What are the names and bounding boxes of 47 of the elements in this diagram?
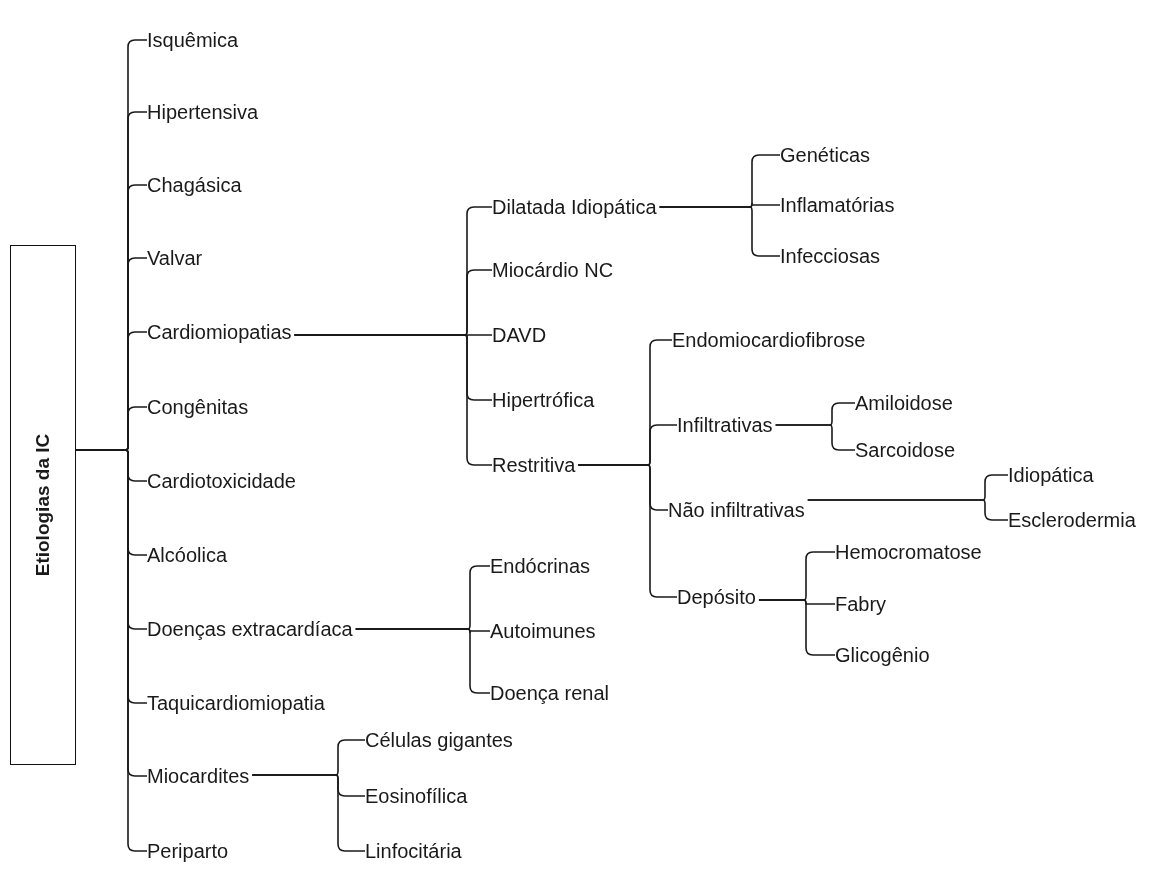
category-label: Hipertrófica bbox=[492, 389, 595, 411]
brace-connector bbox=[658, 206, 781, 257]
category-label: Chagásica bbox=[147, 174, 242, 196]
brace-connector bbox=[758, 599, 836, 656]
category-label: Inflamatórias bbox=[780, 194, 895, 216]
category-label: DAVD bbox=[492, 324, 547, 346]
category-label: Fabry bbox=[835, 593, 887, 615]
brace-connector bbox=[354, 628, 491, 694]
category-label: Doenças extracardíaca bbox=[147, 618, 353, 640]
category-label: Genéticas bbox=[780, 144, 871, 166]
category-label: Eosinofílica bbox=[365, 785, 468, 807]
category-label: Hipertensiva bbox=[147, 101, 259, 123]
category-label: Sarcoidose bbox=[855, 439, 956, 461]
title-text: Etiologias da IC bbox=[31, 433, 54, 577]
category-label: Dilatada Idiopática bbox=[492, 196, 657, 218]
category-label: Depósito bbox=[677, 586, 756, 608]
category-label: Endócrinas bbox=[490, 555, 591, 577]
category-label: Miocárdio NC bbox=[492, 259, 614, 281]
category-label: Autoimunes bbox=[490, 620, 596, 642]
category-label: Não infiltrativas bbox=[668, 499, 805, 521]
category-label: Idiopática bbox=[1008, 464, 1094, 486]
category-label: Taquicardiomiopatia bbox=[147, 692, 325, 714]
category-label: Miocardites bbox=[147, 765, 250, 787]
category-label: Células gigantes bbox=[365, 729, 513, 751]
brace-connector bbox=[251, 774, 366, 852]
category-label: Valvar bbox=[147, 247, 203, 269]
category-label: Doença renal bbox=[490, 682, 609, 704]
category-label: Glicogênio bbox=[835, 644, 930, 666]
category-label: Linfocitária bbox=[365, 840, 462, 862]
category-label: Infiltrativas bbox=[677, 414, 773, 436]
category-label: Congênitas bbox=[147, 396, 249, 418]
category-label: Endomiocardiofibrose bbox=[672, 329, 866, 351]
category-label: Alcóolica bbox=[147, 544, 228, 566]
brace-connector bbox=[806, 499, 1009, 521]
brace-connector bbox=[774, 424, 856, 451]
category-label: Cardiotoxicidade bbox=[147, 470, 296, 492]
category-label: Restritiva bbox=[492, 454, 576, 476]
category-label: Hemocromatose bbox=[835, 541, 982, 563]
category-label: Isquêmica bbox=[147, 29, 239, 51]
title-box bbox=[10, 245, 76, 765]
category-label: Amiloidose bbox=[855, 392, 953, 414]
brace-connector bbox=[577, 464, 678, 598]
brace-connector bbox=[293, 334, 493, 466]
category-label: Infecciosas bbox=[780, 245, 881, 267]
category-label: Periparto bbox=[147, 840, 229, 862]
category-label: Cardiomiopatias bbox=[147, 321, 292, 343]
category-label: Esclerodermia bbox=[1008, 509, 1136, 531]
